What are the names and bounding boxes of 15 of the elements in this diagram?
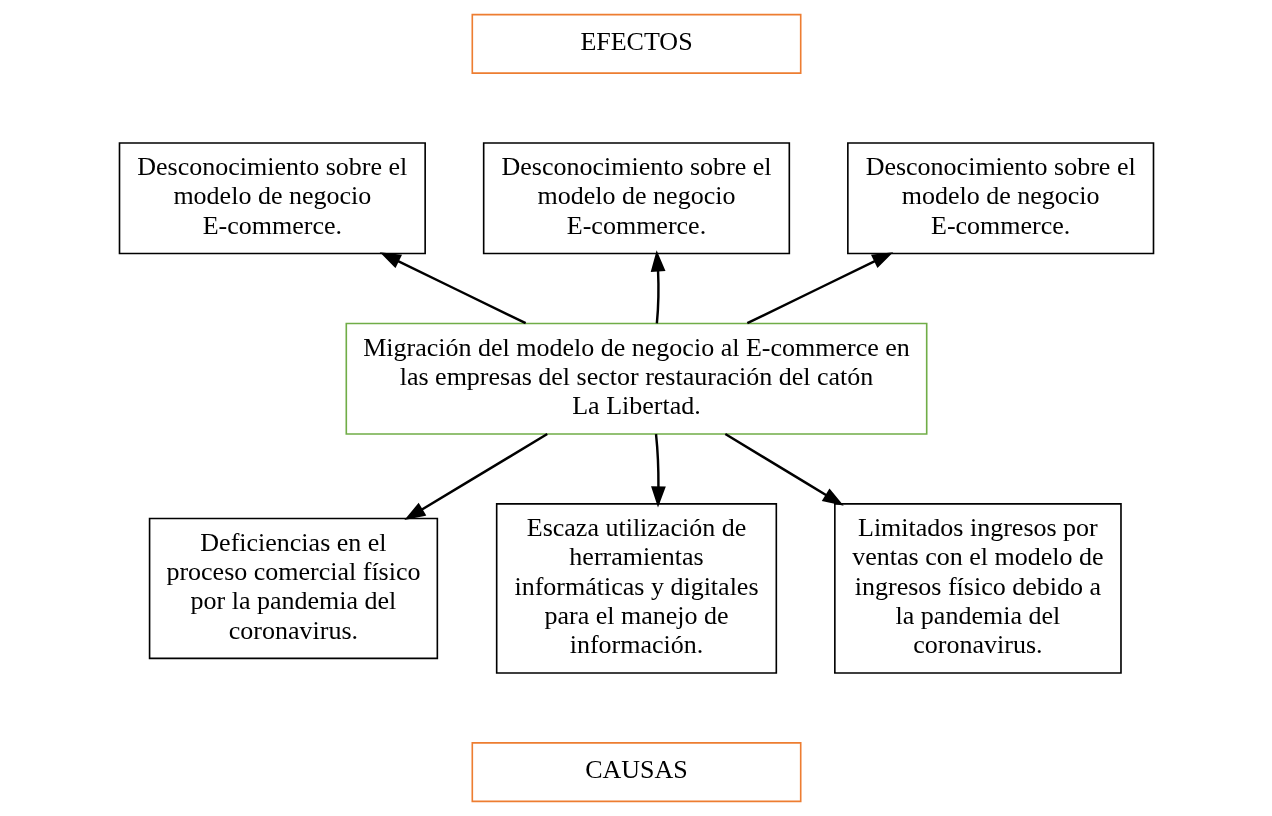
node-box: Escaza utilización de herramientas informáticas y digitales para el manejo de información.: [495, 503, 777, 674]
arrow: [650, 433, 666, 508]
node-box: EFECTOS: [471, 13, 801, 74]
node-box: Deficiencias en el proceso comercial físico por la pandemia del coronavirus.: [148, 517, 438, 660]
node-box: Limitados ingresos por ventas con el modelo de ingresos físico debido a la pandemia del coronavirus.: [833, 503, 1122, 674]
arrow: [650, 250, 665, 324]
arrow: [403, 433, 548, 521]
node-box: CAUSAS: [471, 742, 801, 803]
arrow: [724, 433, 844, 506]
node-box: Desconocimiento sobre el modelo de negocio E-commerce.: [118, 142, 426, 255]
node-box: Desconocimiento sobre el modelo de negocio E-commerce.: [846, 142, 1154, 255]
node-box: Migración del modelo de negocio al E-commerce en las empresas del sector restauración del catón La Libertad.: [345, 322, 927, 435]
node-box: Desconocimiento sobre el modelo de negocio E-commerce.: [482, 142, 790, 255]
arrow: [746, 252, 893, 325]
arrow: [379, 252, 526, 325]
